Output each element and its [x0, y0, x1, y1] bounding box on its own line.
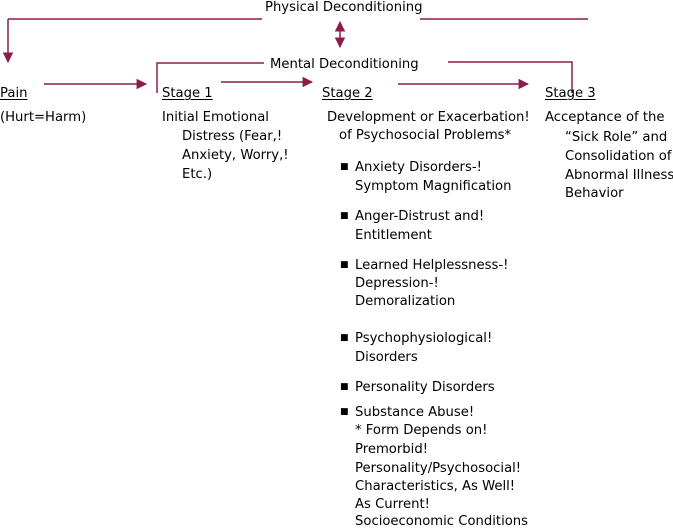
bullet-marker: ■: [340, 211, 349, 221]
bullet-marker: ■: [340, 382, 349, 392]
stage3-line: “Sick Role” and: [565, 130, 668, 145]
stage1-line: Anxiety, Worry,!: [182, 148, 289, 163]
bullet-item-line: Demoralization: [355, 294, 456, 309]
bullet-item-line: * Form Depends on!: [355, 423, 488, 438]
bullet-item-line: Personality Disorders: [355, 380, 495, 395]
stage2-heading: Stage 2: [322, 86, 373, 101]
bullet-marker: ■: [340, 260, 349, 270]
pain-heading: Pain: [0, 86, 28, 101]
bullet-item-line: Characteristics, As Well!: [355, 479, 516, 494]
pain-text: (Hurt=Harm): [0, 110, 87, 125]
bullet-item-line: Depression-!: [355, 276, 439, 291]
mental-line-right: [448, 61, 573, 93]
stage1-line: Etc.): [182, 167, 213, 182]
bullet-item-line: Premorbid!: [355, 442, 428, 457]
bullet-marker: ■: [340, 407, 349, 417]
bullet-item-line: Symptom Magnification: [355, 179, 512, 194]
bullet-item-line: Anger-Distrust and!: [355, 209, 485, 224]
mental-deconditioning-label: Mental Deconditioning: [270, 57, 419, 72]
bullet-item-line: As Current!: [355, 497, 430, 512]
mental-line-left: [156, 62, 264, 93]
stage1-line: Distress (Fear,!: [182, 129, 283, 144]
bullet-item-line: Psychophysiological!: [355, 331, 493, 346]
stage3-heading: Stage 3: [545, 86, 596, 101]
bullet-item-line: Substance Abuse!: [355, 405, 475, 420]
stage3-line: Consolidation of!: [565, 149, 673, 164]
stage3-line: Abnormal Illness!: [565, 168, 673, 183]
stage1-line: Initial Emotional: [162, 110, 269, 125]
stage3-line: Behavior: [565, 186, 624, 201]
bullet-marker: ■: [340, 162, 349, 172]
bullet-item-line: Personality/Psychosocial!: [355, 461, 522, 476]
physical-deconditioning-label: Physical Deconditioning: [265, 0, 423, 15]
bullet-item-line: Entitlement: [355, 228, 432, 243]
stage2-line: Development or Exacerbation!: [327, 110, 530, 125]
bullet-item-line: Anxiety Disorders-!: [355, 160, 482, 175]
bullet-item-line: Learned Helplessness-!: [355, 258, 509, 273]
stage3-line: Acceptance of the: [545, 110, 665, 125]
stage1-heading: Stage 1: [162, 86, 213, 101]
stage2-line: of Psychosocial Problems*: [339, 128, 512, 143]
bullet-marker: ■: [340, 333, 349, 343]
bullet-item-line: Socioeconomic Conditions: [355, 514, 529, 529]
bullet-item-line: Disorders: [355, 350, 418, 365]
